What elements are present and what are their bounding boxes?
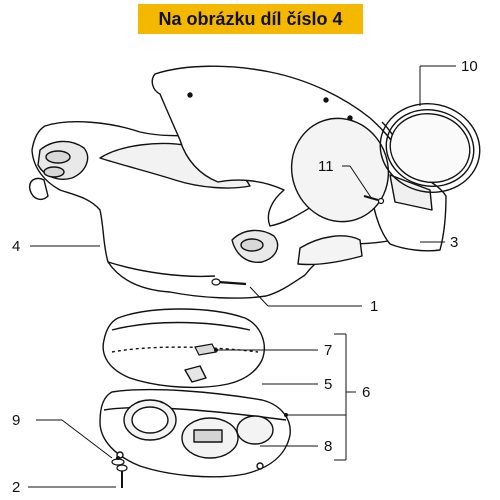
callout-1: 1 bbox=[370, 298, 378, 315]
part-instrument-lens bbox=[102, 308, 265, 389]
part-instrument-panel bbox=[99, 388, 291, 478]
part-screw-2 bbox=[116, 464, 128, 488]
title-banner: Na obrázku díl číslo 4 bbox=[138, 4, 363, 34]
callout-10: 10 bbox=[461, 58, 478, 75]
callout-4: 4 bbox=[12, 238, 20, 255]
callout-7: 7 bbox=[324, 342, 332, 359]
page-title: Na obrázku díl číslo 4 bbox=[158, 8, 343, 29]
leader-lines bbox=[28, 65, 456, 488]
part-screw-1 bbox=[211, 278, 247, 286]
callout-9: 9 bbox=[12, 412, 20, 429]
callout-11: 11 bbox=[318, 158, 334, 175]
leader-dots bbox=[116, 348, 288, 460]
callout-6: 6 bbox=[362, 384, 370, 401]
callout-8: 8 bbox=[324, 438, 332, 455]
callout-3: 3 bbox=[450, 234, 458, 251]
part-bezel-ring bbox=[379, 103, 481, 193]
callout-2: 2 bbox=[12, 479, 20, 496]
callout-5: 5 bbox=[324, 376, 332, 393]
